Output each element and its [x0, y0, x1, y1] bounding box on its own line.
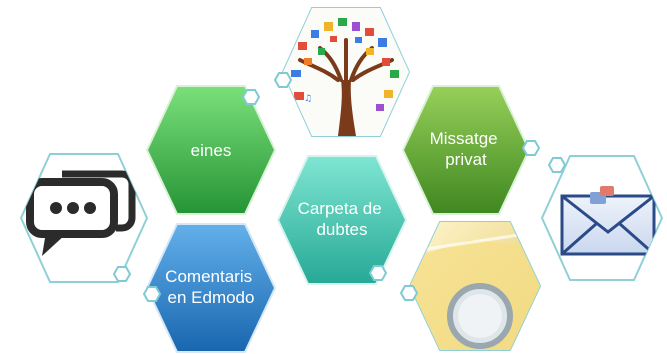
connector-hexagon [399, 285, 419, 301]
hexagon-comentaris-edmodo-label: Comentaris en Edmodo [165, 267, 257, 307]
connector-hexagon [273, 72, 293, 88]
connector-hexagon [368, 265, 388, 281]
connector-hexagon [241, 89, 261, 105]
hexagon-missatge-privat-label: Missatge privat [430, 129, 503, 169]
hexagon-comentaris-edmodo: Comentaris en Edmodo [145, 223, 277, 353]
chat-picture [19, 153, 149, 283]
connector-hexagon [112, 266, 132, 282]
connector-hexagon [521, 140, 541, 156]
chat-bubbles-icon [26, 170, 136, 256]
folder-search-icon [410, 222, 540, 350]
tree-of-apps-picture: ♫ [281, 7, 411, 137]
envelope-icon [560, 186, 656, 256]
hexagon-eines-label: eines [191, 141, 232, 160]
hexagon-missatge-privat: Missatge privat [401, 85, 531, 215]
connector-hexagons [112, 72, 567, 302]
hexagon-eines: eines [145, 85, 277, 215]
hexagon-carpeta-dubtes-label: Carpeta de dubtes [298, 199, 387, 239]
hexagon-carpeta-dubtes: Carpeta de dubtes [276, 155, 408, 285]
folder-picture [408, 221, 542, 351]
svg-text:♫: ♫ [304, 94, 312, 104]
connector-hexagon [547, 157, 567, 173]
connector-hexagon [142, 286, 162, 302]
tree-of-apps-icon: ♫ [283, 8, 409, 136]
mail-picture [540, 155, 664, 281]
